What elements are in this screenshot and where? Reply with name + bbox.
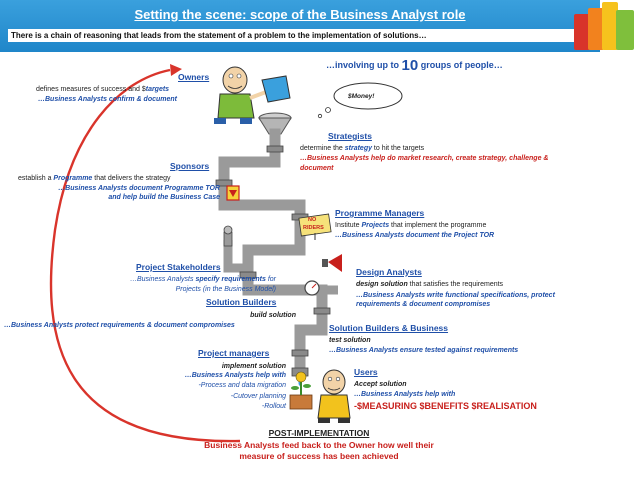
no-riders-sign-line2: RIDERS (303, 225, 324, 231)
solution-builders-business-heading: Solution Builders & Business (329, 323, 449, 333)
no-riders-sign (298, 213, 332, 240)
post-implementation-line-1: Business Analysts feed back to the Owner… (204, 440, 434, 450)
post-implementation-line-2: measure of success has been achieved (239, 451, 399, 461)
feedback-arrowhead (170, 64, 182, 76)
potted-plant (289, 371, 313, 410)
da-desc-b: that satisfies the requirements (407, 281, 504, 288)
money-speech-bubble (317, 82, 403, 119)
no-riders-sign-line1: NO (308, 217, 317, 223)
project-managers-item-1: -Process and data migration (198, 382, 286, 389)
funnel (258, 112, 292, 135)
wrench-icon (223, 225, 233, 247)
owner-figure (214, 66, 291, 124)
project-managers-description: implement solution (221, 363, 286, 370)
design-analysts-heading: Design Analysts (356, 267, 422, 277)
users-measure: -$MEASURING $BENEFITS $REALISATION (354, 401, 537, 411)
da-desc-em: design solution (356, 281, 408, 288)
pm-desc-b: that implement the programme (389, 222, 487, 229)
tab-yellow (602, 2, 618, 50)
project-stakeholders-heading: Project Stakeholders (136, 262, 221, 272)
users-heading: Users (354, 367, 378, 377)
money-bubble-text: $Money! (348, 93, 375, 100)
sponsors-desc-b: that delivers the strategy (92, 175, 171, 182)
strategists-note-1: …Business Analysts help do market resear… (300, 155, 549, 162)
sponsors-desc-em: Programme (53, 175, 93, 182)
pressure-gauge (304, 280, 320, 296)
design-analysts-note-2: requirements & document compromises (356, 301, 491, 308)
owners-heading: Owners (178, 72, 210, 82)
red-down-arrow (226, 185, 240, 201)
strategists-desc-a: determine the (300, 145, 345, 152)
involving-suffix: groups of people… (420, 60, 503, 70)
user-figure (317, 369, 351, 423)
pipe-joints (215, 145, 331, 357)
owners-desc-text: defines measures of success and $ (36, 86, 146, 93)
strategists-heading: Strategists (328, 131, 372, 141)
strategists-desc-b: to hit the targets (371, 145, 425, 152)
involving-number: 10 (401, 57, 419, 74)
ps-line1-em: specify requirements (195, 276, 266, 283)
slide-subtitle: There is a chain of reasoning that leads… (8, 29, 604, 42)
solution-builders-heading: Solution Builders (206, 297, 277, 307)
strategists-note-2: document (300, 165, 334, 172)
post-implementation-heading: POST-IMPLEMENTATION (268, 428, 370, 438)
programme-managers-note: …Business Analysts document the Project … (335, 232, 495, 239)
tab-red (574, 14, 590, 50)
pm-desc-em: Projects (361, 222, 390, 229)
involving-line: …involving up to 10 groups of people… (326, 58, 503, 73)
ps-line1-b: for (265, 276, 276, 283)
decorative-tabs (574, 2, 634, 50)
project-stakeholders-line-2: Projects (in the Business Model) (175, 286, 276, 293)
owners-note: …Business Analysts confirm & document (38, 96, 177, 103)
design-analysts-description: design solution that satisfies the requi… (356, 280, 503, 289)
tab-green (616, 10, 634, 50)
involving-prefix: …involving up to (326, 60, 399, 70)
sponsors-description: establish a Programme that delivers the … (18, 174, 171, 183)
programme-managers-heading: Programme Managers (335, 208, 425, 218)
pm-desc-a: Institute (335, 222, 362, 229)
project-managers-item-2: -Cutover planning (230, 393, 286, 400)
users-description: Accept solution (354, 381, 407, 388)
megaphone-icon (322, 254, 342, 272)
ps-line1-a: …Business Analysts (129, 276, 196, 283)
header-banner (0, 0, 600, 52)
project-managers-note: …Business Analysts help with (184, 372, 286, 379)
slide-title: Setting the scene: scope of the Business… (134, 7, 466, 22)
sponsors-heading: Sponsors (170, 161, 210, 171)
project-managers-heading: Project managers (198, 348, 270, 358)
tab-orange (588, 8, 604, 50)
strategists-desc-em: strategy (344, 145, 372, 152)
solution-builders-description: build solution (250, 312, 296, 319)
sponsors-desc-a: establish a (18, 175, 54, 182)
sponsors-note-2: and help build the Business Case (108, 194, 220, 201)
feedback-arrow (49, 68, 241, 443)
design-analysts-note-1: …Business Analysts write functional spec… (356, 292, 555, 299)
project-stakeholders-line-1: …Business Analysts specify requirements … (30, 275, 276, 284)
solution-builders-note: …Business Analysts protect requirements … (4, 322, 235, 329)
sbb-description: test solution (329, 337, 371, 344)
owners-desc-em: targets (145, 86, 170, 93)
users-note: …Business Analysts help with (354, 391, 456, 398)
strategists-description: determine the strategy to hit the target… (300, 144, 424, 153)
owners-description: defines measures of success and $targets (36, 85, 216, 94)
sbb-note: …Business Analysts ensure tested against… (329, 347, 519, 354)
sponsors-note-1: …Business Analysts document Programme TO… (58, 185, 220, 192)
programme-managers-description: Institute Projects that implement the pr… (335, 221, 486, 230)
project-managers-item-3: -Rollout (261, 403, 286, 410)
